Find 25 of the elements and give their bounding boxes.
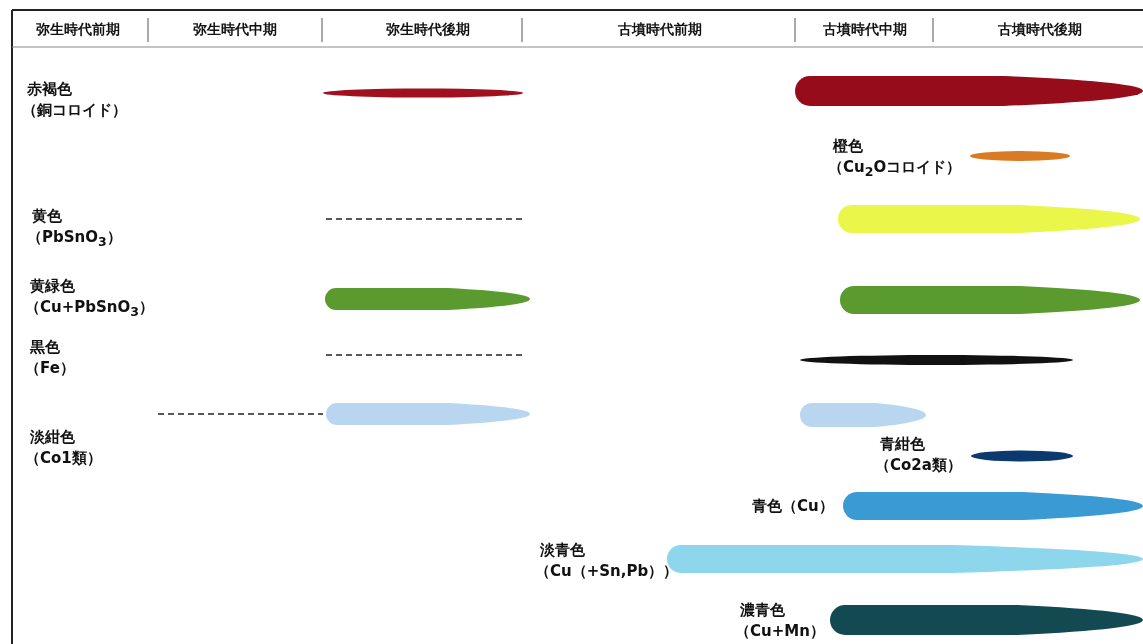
period-header: 弥生時代後期 (386, 20, 470, 38)
composition-label: （Fe） (25, 359, 75, 377)
composition-label: （Cu$_{2}$Oコロイド） (828, 158, 962, 181)
period-header: 古墳時代後期 (998, 20, 1082, 38)
color-name: 橙色 (833, 137, 863, 155)
composition-label: （Cu+Mn） (735, 622, 825, 640)
color-name: 赤褐色 (27, 80, 72, 98)
color-name: 濃青色 (740, 601, 785, 619)
color-name: 黄緑色 (30, 277, 75, 295)
period-header: 弥生時代前期 (36, 20, 120, 38)
period-header: 古墳時代前期 (618, 20, 702, 38)
color-name: 淡青色 (540, 541, 585, 559)
period-header: 古墳時代中期 (823, 20, 907, 38)
color-name: 青色（Cu） (752, 497, 834, 515)
composition-label: （Cu（+Sn,Pb）） (535, 562, 679, 580)
period-header: 弥生時代中期 (193, 20, 277, 38)
color-name: 淡紺色 (30, 428, 75, 446)
composition-label: （Co2a類） (875, 456, 962, 474)
color-name: 青紺色 (880, 435, 925, 453)
color-name: 黄色 (32, 207, 62, 225)
composition-label: （銅コロイド） (22, 101, 127, 119)
color-name: 黒色 (30, 338, 60, 356)
composition-label: （Cu+PbSnO$_{3}$） (25, 298, 154, 321)
composition-label: （PbSnO$_{3}$） (27, 228, 122, 251)
composition-label: （Co1類） (25, 449, 102, 467)
